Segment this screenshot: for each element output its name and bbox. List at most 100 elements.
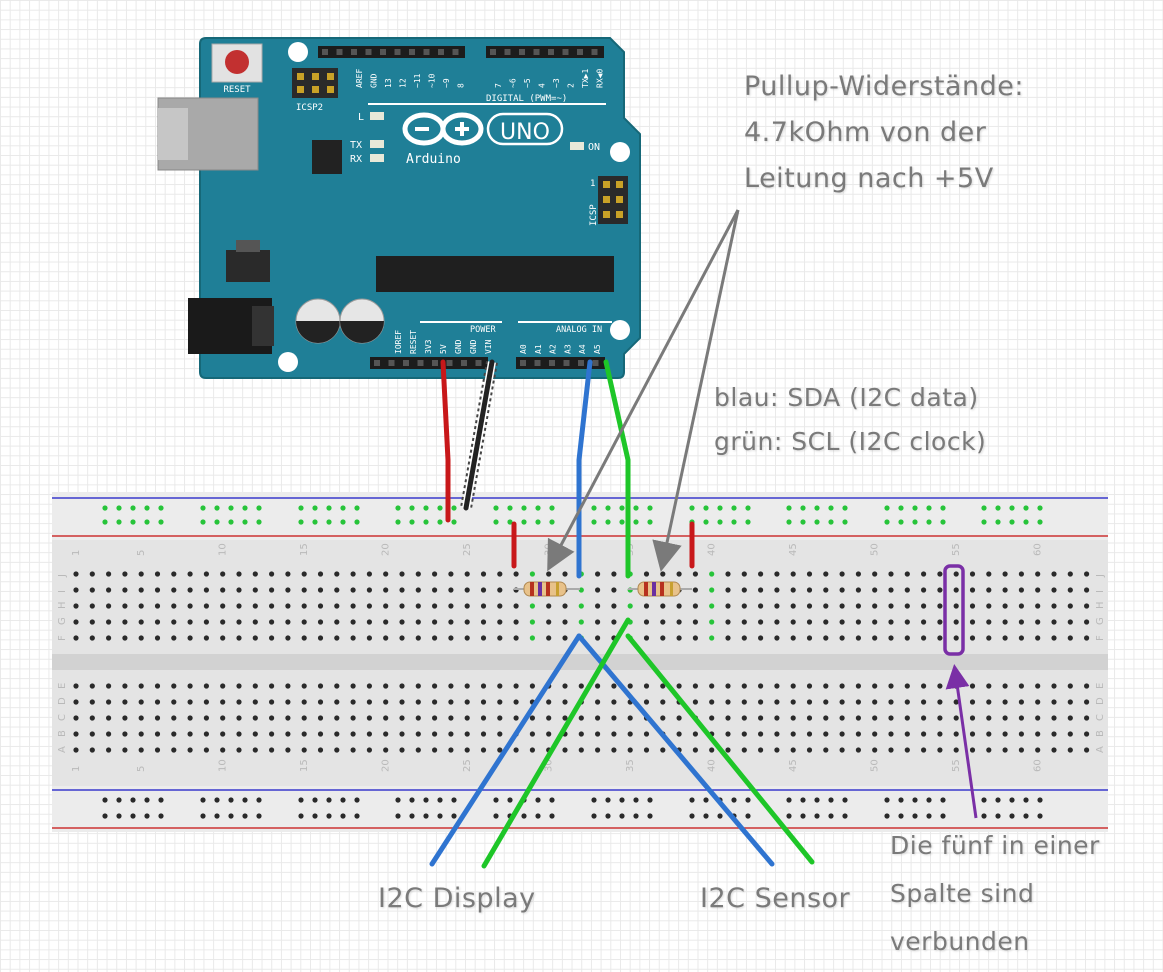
pin-label: A2 [549, 344, 558, 354]
icsp-pin1-label: 1 [590, 179, 595, 189]
row-letter: C [1095, 714, 1106, 721]
led-rx-label: RX [350, 154, 362, 165]
column-number: 45 [788, 759, 799, 772]
power-label: POWER [470, 325, 496, 335]
column-number: 55 [951, 543, 962, 556]
capacitor [339, 298, 385, 344]
usb-chip [312, 140, 342, 174]
led-on-label: ON [588, 142, 600, 153]
pin-label: 2 [567, 83, 576, 88]
digital-label: DIGITAL (PWM=~) [486, 94, 567, 104]
scl-wire-display [481, 617, 631, 869]
led-rx [370, 154, 384, 162]
column-note-line: Spalte sind [890, 879, 1035, 908]
row-letter: H [57, 601, 68, 609]
row-letter: H [1095, 601, 1106, 609]
column-number: 20 [381, 543, 392, 556]
pin-label: ~11 [413, 73, 422, 88]
pullup-resistor [514, 581, 580, 597]
column-number: 45 [788, 543, 799, 556]
pin-label: ~6 [509, 78, 518, 88]
vcc-wire [440, 359, 451, 523]
pin-label: GND [454, 339, 463, 354]
mount-hole [278, 352, 298, 372]
pin-label: RX◀0 [596, 69, 605, 88]
analog-label: ANALOG IN [556, 325, 602, 335]
pin-label: VIN [484, 339, 493, 354]
breadboard-holes [73, 505, 1090, 819]
column-number: 60 [1033, 759, 1044, 772]
row-letter: D [57, 697, 68, 705]
display-label: I2C Display [378, 883, 536, 914]
wire-legend-scl: grün: SCL (I2C clock) [714, 427, 987, 456]
sda-wire-display [429, 633, 582, 867]
sda-wire-arduino [576, 359, 593, 579]
voltage-regulator [226, 250, 270, 282]
pin-label: A5 [593, 344, 602, 354]
column-number: 35 [625, 543, 636, 556]
mount-hole [610, 320, 630, 340]
pin-label: ~9 [442, 78, 451, 88]
wire-legend-sda: blau: SDA (I2C data) [714, 383, 979, 412]
scl-wire-sensor [625, 633, 815, 865]
column-number: 10 [218, 543, 229, 556]
pin-label: ~10 [428, 73, 437, 88]
icsp-header [598, 176, 628, 224]
dc-jack-tip [252, 306, 274, 346]
column-number: 30 [544, 759, 555, 772]
pin-label: ~3 [552, 78, 561, 88]
row-letter: F [1095, 635, 1106, 641]
row-letter: J [1095, 574, 1106, 578]
model-label: UNO [500, 120, 550, 145]
column-number: 10 [218, 759, 229, 772]
column-number: 25 [462, 543, 473, 556]
pullup-arrow-right [652, 209, 740, 572]
icsp2-header [292, 68, 338, 98]
pin-label: A1 [534, 344, 543, 354]
pullup-note-line: 4.7kOhm von der [744, 117, 987, 148]
row-letter: E [1095, 683, 1106, 689]
led-on [570, 142, 584, 150]
column-number: 15 [299, 543, 310, 556]
column-number: 20 [381, 759, 392, 772]
center-channel [52, 654, 1108, 670]
column-number: 1 [71, 550, 82, 556]
gnd-wire [463, 359, 495, 511]
column-number: 35 [625, 759, 636, 772]
sda-wire-sensor [576, 633, 775, 867]
arduino-board [199, 37, 641, 379]
pin-label: TX▶1 [581, 69, 590, 88]
pin-label: ~5 [523, 78, 532, 88]
atmega-chip [376, 256, 614, 292]
scl-wire-arduino [603, 359, 631, 579]
digital-header [318, 46, 604, 58]
led-l [370, 112, 384, 120]
column-numbers: 1155101015152020252530303535404045455050… [71, 543, 1044, 772]
mount-hole [288, 42, 308, 62]
column-number: 5 [136, 766, 147, 772]
column-number: 30 [544, 543, 555, 556]
pin-label: 7 [494, 83, 503, 88]
pullup-note: Pullup-Widerstände: 4.7kOhm von der Leit… [744, 64, 1024, 202]
row-letter: B [1095, 730, 1106, 737]
brand-label: Arduino [406, 152, 461, 167]
icsp2-label: ICSP2 [296, 103, 323, 113]
reset-label: RESET [223, 85, 251, 95]
row-letter: A [1095, 746, 1106, 753]
reset-button-cap [225, 50, 249, 74]
pin-label: GND [370, 73, 379, 88]
row-letter: E [57, 683, 68, 689]
column-number: 55 [951, 759, 962, 772]
pin-label: 12 [399, 78, 408, 88]
pullup-note-line: Pullup-Widerstände: [744, 71, 1024, 102]
row-letter: D [1095, 697, 1106, 705]
column-note: Die fünf in einer Spalte sind verbunden [890, 822, 1100, 966]
pin-label: 13 [384, 78, 393, 88]
row-letter: F [57, 635, 68, 641]
pin-label: RESET [409, 330, 418, 354]
pin-label: 8 [457, 83, 466, 88]
